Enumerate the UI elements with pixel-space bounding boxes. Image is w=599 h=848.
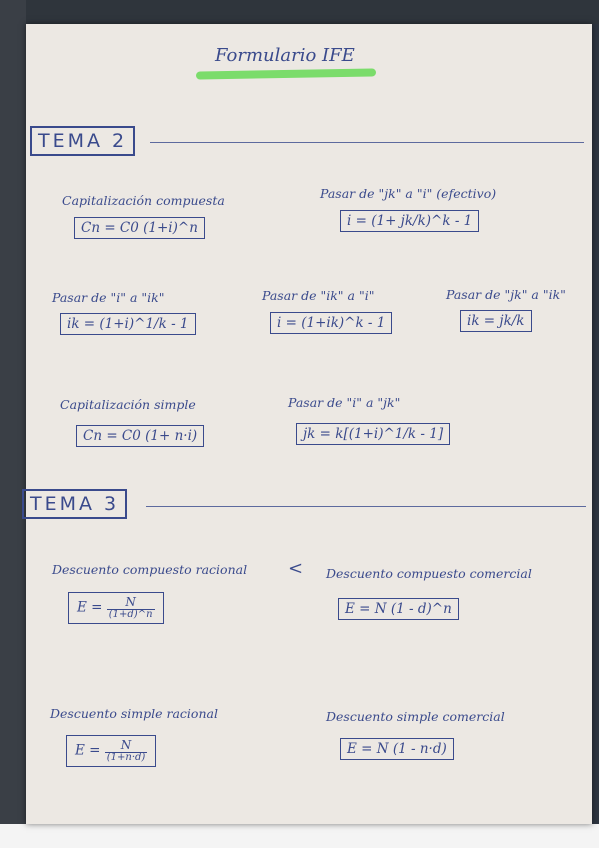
formula-label: Pasar de "i" a "jk" xyxy=(288,395,401,410)
photo-background-left xyxy=(0,0,26,848)
photo-background-bottom xyxy=(0,824,599,848)
formula-label: Descuento simple comercial xyxy=(326,709,505,724)
formula-box: E = N (1+n·d) xyxy=(66,735,157,768)
page-title: Formulario IFE xyxy=(215,45,355,66)
comparison-symbol: < xyxy=(288,558,304,579)
formula-box: i = (1+ jk/k)^k - 1 xyxy=(340,210,480,232)
formula-box: i = (1+ik)^k - 1 xyxy=(270,312,393,334)
section-heading-tema2: TEMA 2 xyxy=(30,126,136,156)
section-divider xyxy=(150,142,584,143)
formula-lhs: E = xyxy=(75,742,101,759)
formula-box: E = N (1 - n·d) xyxy=(340,738,454,760)
fraction-denominator: (1+n·d) xyxy=(106,751,146,763)
formula-label: Capitalización compuesta xyxy=(62,193,225,208)
section-divider xyxy=(146,506,586,507)
formula-box: ik = jk/k xyxy=(460,310,532,332)
fraction: N (1+d)^n xyxy=(106,596,155,620)
formula-box: Cn = C0 (1+ n·i) xyxy=(76,425,205,447)
photo-background-top xyxy=(0,0,599,24)
formula-label: Descuento compuesto racional xyxy=(52,562,248,577)
fraction-numerator: N xyxy=(106,596,155,610)
formula-label: Descuento compuesto comercial xyxy=(326,566,532,581)
formula-box: E = N (1 - d)^n xyxy=(338,598,459,620)
formula-label: Pasar de "jk" a "i" (efectivo) xyxy=(320,186,497,201)
formula-lhs: E = xyxy=(77,599,103,616)
formula-label: Descuento simple racional xyxy=(50,706,218,721)
formula-box: ik = (1+i)^1/k - 1 xyxy=(60,313,196,335)
formula-label: Pasar de "i" a "ik" xyxy=(52,290,165,305)
fraction-denominator: (1+d)^n xyxy=(108,608,153,620)
fraction: N (1+n·d) xyxy=(104,739,148,763)
formula-label: Pasar de "jk" a "ik" xyxy=(446,287,566,302)
fraction-numerator: N xyxy=(104,739,148,753)
formula-label: Pasar de "ik" a "i" xyxy=(262,288,375,303)
formula-box: jk = k[(1+i)^1/k - 1] xyxy=(296,423,451,445)
section-heading-tema3: TEMA 3 xyxy=(22,489,128,519)
paper-sheet xyxy=(26,24,592,824)
formula-label: Capitalización simple xyxy=(60,397,196,412)
formula-box: E = N (1+d)^n xyxy=(68,592,164,625)
formula-box: Cn = C0 (1+i)^n xyxy=(74,217,205,239)
